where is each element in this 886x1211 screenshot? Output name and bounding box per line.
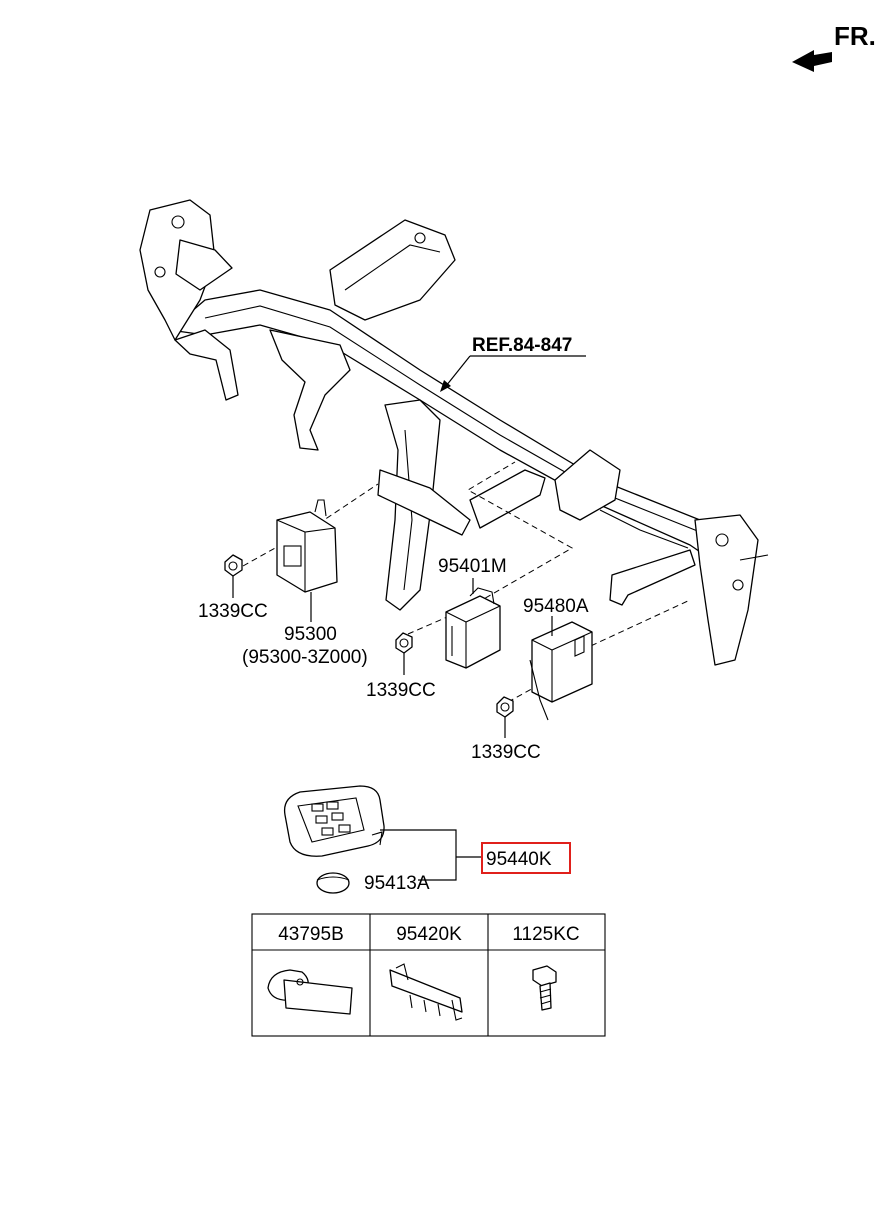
front-arrow-icon [792, 50, 832, 72]
table-header-1125kc: 1125KC [512, 924, 579, 945]
label-nut-right: 1339CC [471, 742, 541, 763]
front-label: FR. [834, 21, 876, 51]
table-header-43795b: 43795B [278, 924, 344, 945]
smart-key-fob [283, 785, 385, 857]
bracket-illustration [389, 963, 463, 1021]
nut-right [496, 696, 514, 738]
table-header-95420k: 95420K [396, 924, 462, 945]
module-95401m [445, 578, 501, 669]
ref-arrow-icon [440, 380, 451, 392]
label-module-95401m: 95401M [438, 556, 507, 577]
label-module-95480a: 95480A [523, 596, 589, 617]
bolt-illustration [532, 965, 557, 1011]
coin-battery [316, 872, 350, 894]
label-module-95300: 95300 [284, 624, 337, 645]
ref-label: REF.84-847 [472, 335, 572, 356]
label-battery: 95413A [364, 873, 430, 894]
label-module-95300-sub: (95300-3Z000) [242, 647, 368, 668]
module-95300 [276, 499, 338, 622]
label-nut-left: 1339CC [198, 601, 268, 622]
highlight-box [481, 842, 571, 874]
nut-left [224, 554, 243, 598]
module-95480a [529, 616, 593, 721]
smart-key-callout: 95440K 95413A [364, 829, 571, 894]
tag-clip-illustration [267, 969, 353, 1015]
label-smart-key: 95440K [486, 849, 552, 870]
label-nut-center: 1339CC [366, 680, 436, 701]
parts-table: 43795B 95420K 1125KC [251, 913, 606, 1037]
front-direction-indicator: FR. [792, 21, 876, 72]
ref-callout: REF.84-847 [440, 335, 586, 392]
cowl-cross-member [139, 199, 769, 666]
nut-center [395, 632, 413, 675]
